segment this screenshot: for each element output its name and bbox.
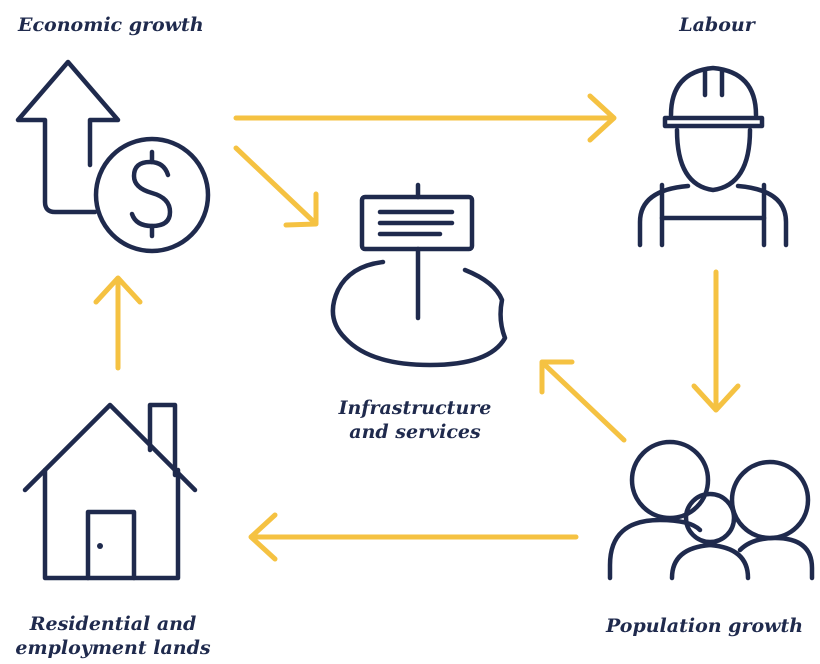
arrow-economic-to-infrastructure	[233, 145, 319, 228]
economic-growth-label: Economic growth	[18, 14, 204, 36]
growth-arrow-dollar-icon	[15, 59, 211, 254]
residential-label: Residential and employment lands	[15, 613, 211, 659]
signpost-land-icon	[330, 182, 508, 368]
house-icon	[22, 402, 198, 581]
family-icon	[607, 439, 815, 581]
labour-label: Labour	[679, 14, 755, 36]
arrow-labour-to-population	[691, 269, 741, 413]
construction-worker-icon	[637, 65, 789, 248]
population-growth-label: Population growth	[606, 615, 804, 637]
arrow-population-to-residential	[248, 512, 579, 562]
arrow-population-to-infrastructure	[539, 359, 627, 443]
arrow-residential-to-economic	[93, 275, 143, 371]
arrow-economic-to-labour	[233, 93, 617, 143]
infrastructure-label: Infrastructure and services	[338, 397, 492, 443]
